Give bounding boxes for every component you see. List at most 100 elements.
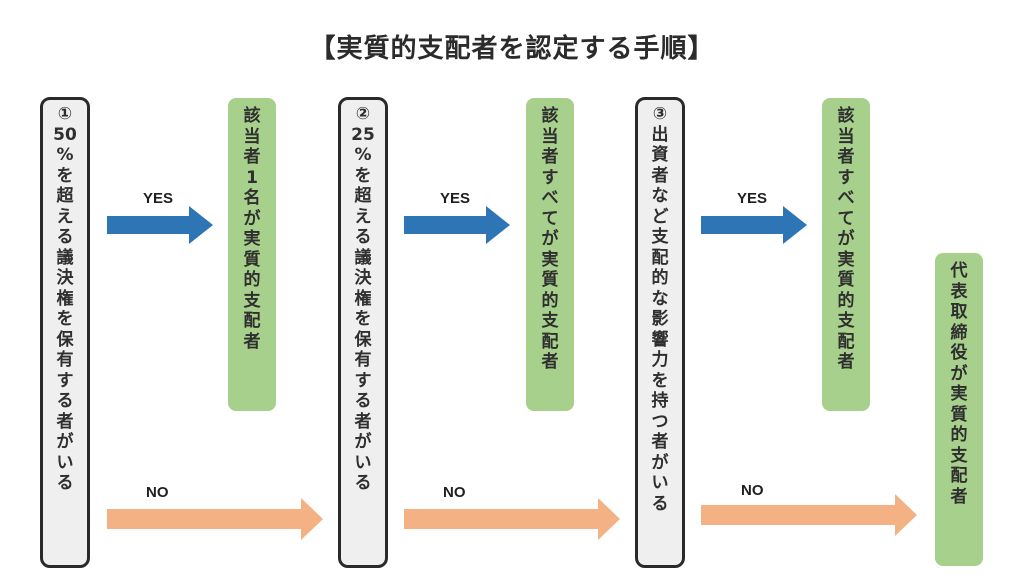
vertical-text-char: る <box>56 227 74 247</box>
vertical-text-char: す <box>354 370 372 391</box>
vertical-text-char: 者 <box>837 352 855 372</box>
final-result-box: 代表取締役が実質的支配者 <box>935 253 983 566</box>
vertical-text-char: が <box>950 363 968 384</box>
vertical-text-char: え <box>354 206 372 227</box>
vertical-text-char: を <box>354 309 372 329</box>
vertical-text-char: 1 <box>246 167 258 188</box>
vertical-text-char: 50 <box>53 124 77 145</box>
no-arrow-shape <box>107 498 323 540</box>
vertical-text-char: す <box>541 167 559 188</box>
vertical-text-char: 者 <box>837 147 855 167</box>
vertical-text-char: を <box>56 165 74 186</box>
diagram-title: 【実質的支配者を認定する手順】 <box>309 34 715 64</box>
vertical-text-char: 当 <box>541 126 559 147</box>
vertical-text-char: が <box>56 432 74 452</box>
vertical-text-char: る <box>354 227 372 247</box>
result-box-step2: 該当者すべてが実質的支配者 <box>526 98 574 411</box>
vertical-text-char: 権 <box>56 288 74 309</box>
vertical-text-char: 者 <box>56 411 74 432</box>
vertical-text-char: 支 <box>541 311 559 331</box>
vertical-text-char: え <box>56 206 74 227</box>
vertical-text-char: 取 <box>950 302 968 322</box>
no-arrow-step2 <box>404 498 622 540</box>
no-label-step2: NO <box>443 484 466 501</box>
vertical-text-char: 配 <box>651 247 669 268</box>
vertical-text-char: 的 <box>541 290 559 311</box>
vertical-text-char: 決 <box>56 268 74 288</box>
vertical-text-char: 決 <box>354 268 372 288</box>
vertical-text-char: す <box>56 370 74 391</box>
vertical-text-char: 表 <box>950 281 968 302</box>
vertical-text-char: 当 <box>837 126 855 147</box>
vertical-text-char: 議 <box>56 247 74 268</box>
vertical-text-char: な <box>651 186 669 206</box>
yes-arrow-step3 <box>701 206 809 244</box>
vertical-text-char: る <box>354 391 372 411</box>
vertical-text-char: 該 <box>243 106 261 126</box>
vertical-text-char: を <box>354 165 372 186</box>
vertical-text-char: 名 <box>243 188 261 208</box>
vertical-text-char: 的 <box>950 425 968 445</box>
no-arrow-step3 <box>701 494 919 536</box>
vertical-text-char: 質 <box>243 249 261 270</box>
vertical-text-char: 力 <box>651 350 669 370</box>
no-label-step3: NO <box>741 482 764 499</box>
vertical-text-char: 者 <box>950 486 968 507</box>
no-arrow-shape <box>404 498 620 540</box>
vertical-text-char: ③ <box>652 104 668 124</box>
yes-arrow-step2 <box>404 206 512 244</box>
vertical-text-char: が <box>837 229 855 249</box>
vertical-text-char: % <box>56 145 74 165</box>
vertical-text-char: 支 <box>651 227 669 247</box>
vertical-text-char: 実 <box>837 249 855 270</box>
vertical-text-char: る <box>56 473 74 493</box>
vertical-text-char: て <box>837 208 855 229</box>
no-label-step1: NO <box>146 484 169 501</box>
vertical-text-char: 当 <box>243 126 261 147</box>
result-box-step3: 該当者すべてが実質的支配者 <box>822 98 870 411</box>
vertical-text-char: 配 <box>243 311 261 331</box>
vertical-text-char: て <box>541 208 559 229</box>
vertical-text-char: ど <box>651 206 669 227</box>
yes-arrow-shape <box>404 206 510 244</box>
no-arrow-shape <box>701 494 917 536</box>
vertical-text-char: る <box>56 391 74 411</box>
vertical-text-char: 者 <box>541 352 559 372</box>
yes-arrow-shape <box>701 206 807 244</box>
vertical-text-char: い <box>354 452 372 473</box>
vertical-text-char: ① <box>57 104 73 124</box>
vertical-text-char: が <box>354 432 372 452</box>
vertical-text-char: 支 <box>950 445 968 466</box>
vertical-text-char: % <box>354 145 372 165</box>
yes-label-step2: YES <box>440 190 471 207</box>
vertical-text-char: を <box>56 309 74 329</box>
vertical-text-char: ② <box>355 104 371 124</box>
vertical-text-char: 役 <box>950 343 968 363</box>
vertical-text-char: 有 <box>354 350 372 370</box>
vertical-text-char: す <box>837 167 855 188</box>
vertical-text-char: 該 <box>541 106 559 126</box>
yes-arrow-shape <box>107 206 213 244</box>
vertical-text-char: 質 <box>950 404 968 425</box>
vertical-text-char: 保 <box>354 329 372 350</box>
vertical-text-char: い <box>651 473 669 493</box>
vertical-text-char: 出 <box>651 124 669 145</box>
vertical-text-char: 的 <box>243 270 261 290</box>
vertical-text-char: 者 <box>354 411 372 432</box>
vertical-text-char: 実 <box>541 249 559 270</box>
vertical-text-char: が <box>651 452 669 473</box>
vertical-text-char: 配 <box>837 331 855 352</box>
vertical-text-char: 実 <box>950 384 968 404</box>
yes-label-step1: YES <box>143 190 174 207</box>
vertical-text-char: 支 <box>837 311 855 331</box>
vertical-text-char: 配 <box>950 466 968 486</box>
vertical-text-char: る <box>651 493 669 514</box>
vertical-text-char: 保 <box>56 329 74 350</box>
vertical-text-char: 者 <box>541 147 559 167</box>
vertical-text-char: 超 <box>56 186 74 206</box>
vertical-text-char: 代 <box>950 261 968 281</box>
